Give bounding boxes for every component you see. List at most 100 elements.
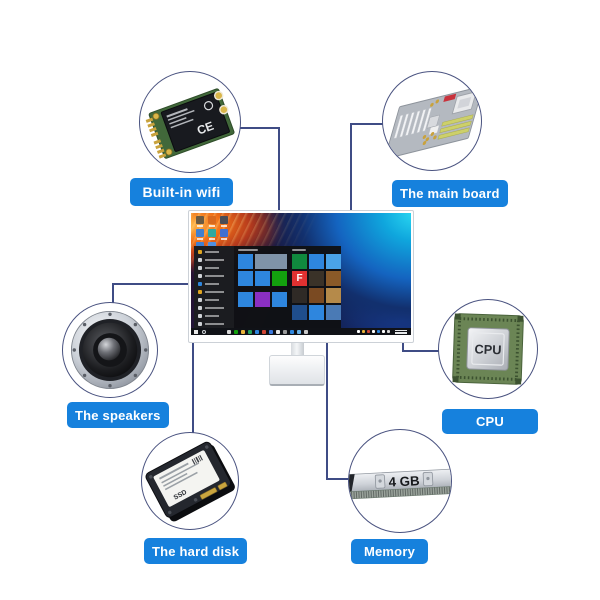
start-tile [272,292,287,307]
start-menu-item-icon [198,258,202,262]
start-tile [255,292,270,307]
taskbar-app-icon [248,329,252,334]
start-menu-item-icon [198,250,202,254]
start-menu-item-label [205,291,224,293]
start-menu-item-label [205,259,224,261]
taskbar-app-icon [304,329,308,334]
wifi-card-label-lines [166,108,195,129]
label-the-speakers: The speakers [67,402,169,428]
mainboard-pci-slots [393,107,432,139]
start-tile [238,292,253,307]
taskbar-app-icon [297,329,301,334]
start-tile [309,305,324,320]
ram-capacity-text: 4 GB [388,473,420,490]
start-menu-item-icon [198,322,202,326]
label-cpu: CPU [442,409,538,434]
start-menu-item-label [205,307,224,309]
start-menu-item-label [205,267,219,269]
desktop-icon [220,216,228,224]
taskbar-app-icon [290,329,294,334]
taskbar-clock [395,332,407,334]
label-the-hard-disk: The hard disk [144,538,248,564]
desktop-icon [220,229,228,237]
speakers-circle [62,302,158,398]
label-built-in-wifi: Built-in wifi [130,178,233,206]
label-the-main-board: The main board [392,180,508,207]
tray-icon [387,330,390,333]
tray-icon [357,330,360,333]
wifi-card-edge-connector [145,117,167,159]
ssd-sata-connector [199,481,228,500]
ssd-label-lines [159,462,200,491]
connector-speakers-vertical [112,283,114,305]
start-tile [326,288,341,303]
start-menu: F [194,246,341,329]
monitor: F [188,210,414,343]
start-tile [272,271,287,286]
connector-memory-vertical [326,343,328,480]
connector-cpu-horizontal [402,350,440,352]
taskbar-app-icon [255,329,259,334]
tile-group-header [238,249,258,251]
connector-harddisk-vertical [192,343,194,434]
start-tile [255,271,270,286]
memory-circle: 4 GB [348,429,452,533]
wifi-card-ce-mark: CE [195,119,215,138]
tile-group-header [292,249,306,251]
cpu-die-text: CPU [474,341,501,357]
search-icon [202,329,206,334]
ram-pin-edge [349,485,451,500]
start-menu-item-icon [198,266,202,270]
tray-icon [367,330,370,333]
start-menu-item-label [205,299,219,301]
ssd-screws [149,445,209,515]
desktop-icon-label [209,238,215,240]
start-tile [255,254,287,269]
screen: F [191,213,411,335]
ssd-illustration: SSD [145,441,235,522]
cpu-circle: CPU [438,299,538,399]
cpu-illustration: CPU [452,313,524,385]
start-tile [326,305,341,320]
connector-memory-horizontal [326,478,352,480]
start-tile [326,254,341,269]
desktop-icon [196,229,204,237]
mainboard-capacitors [422,99,440,146]
mainboard-red-header [443,93,457,102]
ssd-barcode [191,454,203,465]
start-menu-item-label [205,283,219,285]
start-tile [309,254,324,269]
start-tile [292,305,307,320]
start-menu-item-icon [198,282,202,286]
ram-illustration: 4 GB [349,468,451,500]
desktop-icon [208,216,216,224]
start-tile [292,288,307,303]
connector-wifi-horizontal [236,127,280,129]
tray-icon [362,330,365,333]
desktop-icon [196,216,204,224]
monitor-stand-base [269,355,325,386]
start-menu-item-icon [198,314,202,318]
taskbar-app-icon [283,329,287,334]
tray-icon [377,330,380,333]
speaker-screws [72,312,148,388]
taskbar [191,328,411,335]
start-menu-item-label [205,323,224,325]
connector-mainboard-vertical [350,123,352,213]
desktop-icon-label [197,238,203,240]
start-menu-item-label [205,251,219,253]
wifi-card-circle: CE [139,71,241,173]
start-menu-item-icon [198,298,202,302]
start-menu-item-label [205,275,224,277]
start-tile: F [292,271,307,286]
taskbar-app-icon [269,329,273,334]
wifi-card-illustration: CE [145,88,235,159]
taskbar-app-icon [262,329,266,334]
start-tile [309,288,324,303]
harddisk-circle: SSD [141,432,239,530]
label-memory: Memory [351,539,428,564]
taskbar-app-icon [227,329,231,334]
start-tile [238,271,253,286]
connector-cpu-vertical [402,339,404,352]
